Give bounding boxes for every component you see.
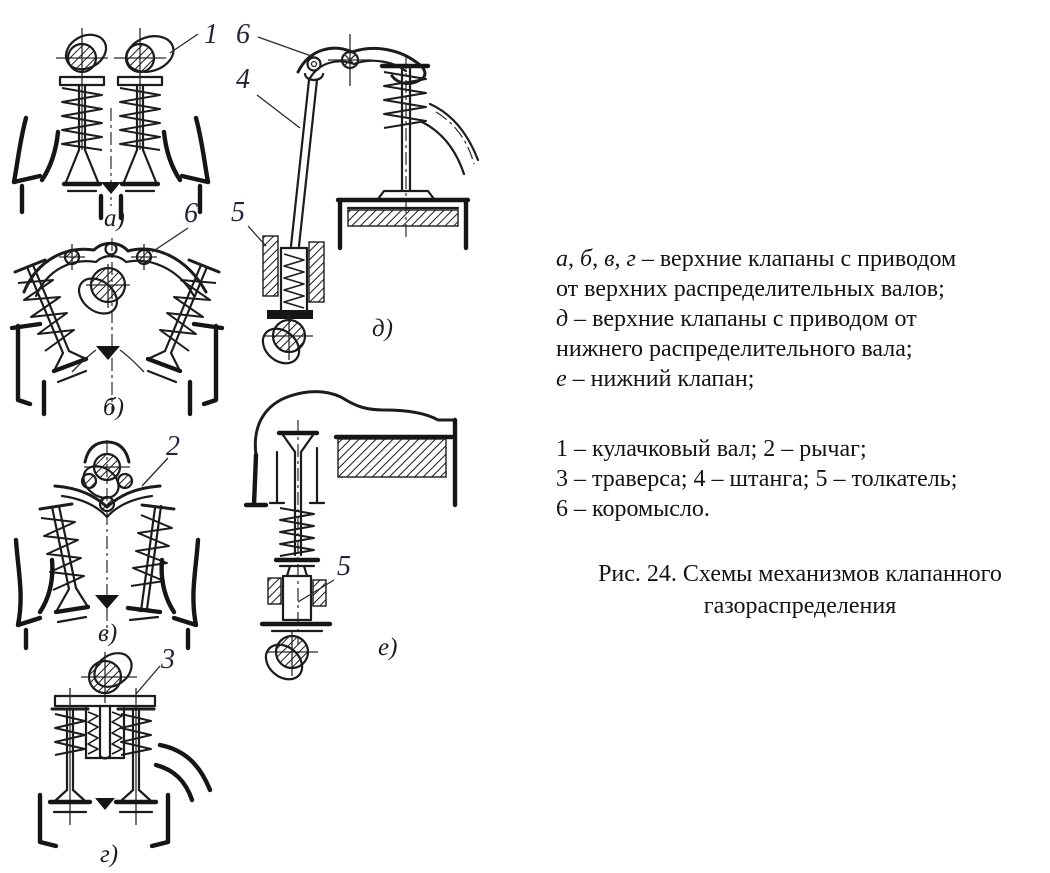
legend-line: а, б, в, г – верхние клапаны с приводом [556,244,1044,274]
camshaft-icon [89,266,127,304]
parts-line: 6 – коромысло. [556,496,710,522]
diagram-e-side-valve: е) [243,390,458,681]
callouts: 1 6 4 6 5 2 3 5 [135,19,351,695]
camshaft-icon [64,33,175,74]
camshaft-icon [87,659,123,695]
legend-line: е – нижний клапан; [556,364,1044,394]
caption-line-1: Рис. 24. Схемы механизмов клапанного [598,561,1002,587]
cylinder-hatch [337,438,447,478]
legend-text: – нижний клапан; [566,366,755,392]
parts-line: 3 – траверса; 4 – штанга; 5 – толкатель; [556,466,958,492]
diagram-b-label: б) [103,394,124,421]
diagram-a-dohc: а) [11,28,211,232]
callout-5: 5 [231,197,245,228]
legend-text: – верхние клапаны с приводом [635,246,957,272]
callout-1: 1 [204,19,218,50]
tappet-guide [267,577,282,605]
figure-legend: а, б, в, г – верхние клапаны с приводом … [556,244,1044,394]
legend-text: нижнего распределительного вала; [556,336,913,362]
traverse [53,694,157,708]
callout-3: 3 [160,644,175,675]
callout-2: 2 [166,431,180,462]
parts-list: 1 – кулачковый вал; 2 – рычаг; 3 – траве… [556,434,1044,524]
diagram-e-label: е) [378,634,397,661]
cylinder-hatch [347,209,459,227]
camshaft-icon [271,318,307,354]
callout-5b: 5 [337,551,351,582]
legend-letters: е [556,366,567,392]
tappet-guide [308,241,325,303]
rocker-arm [296,46,427,85]
diagram-v-sohc-levers: в) [13,440,201,651]
legend-text: – верхние клапаны с приводом от [568,306,917,332]
legend-letters: д [556,306,569,332]
legend-line: от верхних распределительных валов; [556,274,1044,304]
diagram-v-label: в) [98,620,117,647]
tappet-guide [312,579,327,607]
diagram-b-sohc-rockers: б) [9,238,225,421]
legend-line: д – верхние клапаны с приводом от [556,304,1044,334]
pushrod [289,78,311,248]
legend-text: от верхних распределительных валов; [556,276,945,302]
diagram-g-label: г) [100,841,118,868]
camshaft-icon [274,634,310,670]
diagram-a-label: а) [104,205,125,232]
caption-line-2: газораспределения [703,593,897,619]
roller-icon [80,472,98,490]
callout-6: 6 [236,19,250,50]
diagram-d-label: д) [372,315,393,342]
valve-mechanism-diagrams: а) б) [9,19,480,868]
figure-caption: Рис. 24. Схемы механизмов клапанного газ… [556,558,1044,622]
tappet-guide [262,235,279,297]
rocker-pivot-icon [135,248,153,266]
roller-icon [116,472,134,490]
legend-line: нижнего распределительного вала; [556,334,1044,364]
parts-line: 1 – кулачковый вал; 2 – рычаг; [556,436,867,462]
rocker-pivot-icon [63,248,81,266]
legend-letters: а, б, в, г [556,246,636,272]
camshaft-icon [92,452,122,482]
diagram-d-pushrod: д) [261,34,480,365]
diagram-g-traverse: г) [37,652,213,868]
tappet [281,574,313,622]
callout-4: 4 [236,64,250,95]
callout-6b: 6 [184,198,198,229]
